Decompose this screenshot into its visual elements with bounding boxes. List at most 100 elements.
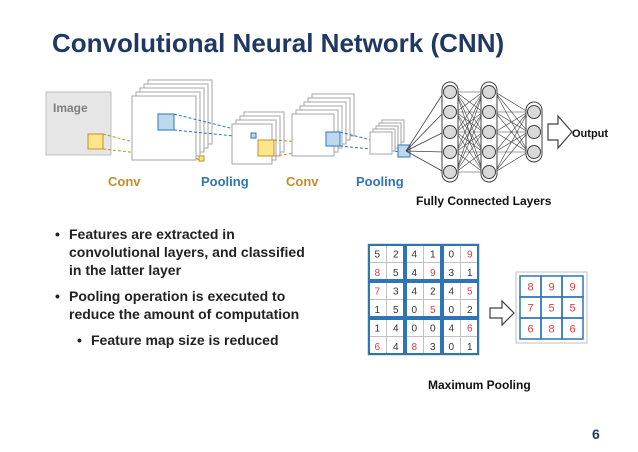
input-cell-value: 0	[448, 249, 454, 260]
input-cell-value: 0	[448, 342, 454, 353]
fc-neuron	[527, 145, 541, 159]
fc-neuron	[527, 125, 541, 139]
connect-line	[173, 113, 255, 135]
output-cell-value: 6	[527, 324, 533, 336]
fc-neuron	[482, 105, 496, 119]
input-cell-value: 0	[411, 305, 417, 316]
input-cell-value: 1	[374, 305, 380, 316]
fc-neuron	[443, 145, 457, 159]
fc-connection	[405, 131, 445, 152]
bullet-marker: •	[77, 332, 82, 348]
fc-connection	[405, 111, 445, 152]
fc-connection	[405, 150, 445, 173]
input-cell-value: 5	[467, 286, 473, 297]
input-cell-value: 0	[448, 305, 454, 316]
input-cell-value: 0	[430, 323, 436, 334]
pooling-window	[442, 244, 479, 281]
stage-label-conv2: Conv	[286, 174, 319, 189]
fc-connection	[494, 151, 529, 173]
fc-connection	[494, 91, 529, 113]
pooling-window	[405, 244, 442, 281]
input-cell-value: 2	[430, 286, 436, 297]
input-cell-value: 2	[393, 249, 399, 260]
input-cell-value: 5	[430, 305, 436, 316]
cnn-architecture-diagram: Image	[45, 79, 608, 208]
input-cell-value: 5	[393, 268, 399, 279]
input-cell-value: 6	[467, 323, 473, 334]
fc-connection	[494, 131, 529, 173]
bullet-text: Feature map size is reduced	[91, 332, 279, 348]
page-number: 6	[592, 426, 600, 442]
max-pooling-caption: Maximum Pooling	[428, 378, 531, 392]
pooling-window	[405, 318, 442, 355]
fc-label: Fully Connected Layers	[416, 194, 552, 208]
input-cell-value: 6	[374, 342, 380, 353]
input-cell-value: 9	[467, 249, 473, 260]
output-arrow	[547, 114, 573, 150]
fc-neuron	[482, 85, 496, 99]
stage-label-pooling1: Pooling	[201, 174, 249, 189]
input-cell-value: 1	[467, 342, 473, 353]
pool2-feature-maps	[369, 119, 411, 158]
input-cell-value: 4	[393, 342, 399, 353]
fc-connection	[455, 91, 484, 173]
fc-neuron	[482, 145, 496, 159]
pooling-window	[368, 244, 405, 281]
bullet-marker: •	[55, 288, 60, 304]
fc-neuron	[443, 85, 457, 99]
input-cell-value: 0	[411, 323, 417, 334]
fc-neuron	[482, 165, 496, 179]
fc-connection	[455, 91, 484, 153]
output-cell-value: 8	[548, 324, 554, 336]
input-cell-value: 8	[374, 268, 380, 279]
fc-neuron	[482, 125, 496, 139]
fc-connection	[455, 111, 484, 173]
image-label: Image	[53, 101, 88, 115]
output-cell-value: 8	[527, 282, 533, 294]
pooling-window	[368, 318, 405, 355]
fc-connection	[455, 91, 484, 113]
input-cell-value: 4	[411, 249, 417, 260]
input-cell-value: 3	[430, 342, 436, 353]
stage-label-conv1: Conv	[108, 174, 141, 189]
input-cell-value: 4	[448, 323, 454, 334]
fc-neuron	[443, 105, 457, 119]
input-cell-value: 7	[374, 286, 380, 297]
input-cell-value: 1	[467, 268, 473, 279]
output-cell-value: 7	[527, 303, 533, 315]
bullet-text: Pooling operation is executed to reduce …	[69, 288, 300, 322]
input-cell-value: 2	[467, 305, 473, 316]
fc-connection	[455, 91, 484, 133]
bullet-2: • Pooling operation is executed to reduc…	[55, 287, 365, 323]
output-cell	[561, 317, 584, 340]
stage-label-pooling2: Pooling	[356, 174, 404, 189]
input-cell-value: 1	[374, 323, 380, 334]
bullet-1: • Features are extracted in convolutiona…	[55, 225, 365, 279]
input-cell-value: 8	[411, 342, 417, 353]
fc-neuron	[443, 165, 457, 179]
pooling-window	[442, 318, 479, 355]
pooling-window	[405, 281, 442, 318]
pooling-window	[368, 281, 405, 318]
fc-connection	[494, 111, 529, 153]
fc-connection	[405, 91, 445, 152]
output-cell-value: 5	[569, 303, 575, 315]
pooling-window	[442, 281, 479, 318]
fc-neuron	[527, 105, 541, 119]
input-cell-value: 1	[430, 249, 436, 260]
fc-connection	[494, 111, 529, 133]
input-cell-value: 9	[430, 268, 436, 279]
bullet-text: Features are extracted in convolutional …	[69, 226, 305, 278]
fully-connected-layers	[405, 81, 543, 183]
input-cell-value: 3	[448, 268, 454, 279]
bullet-marker: •	[55, 226, 60, 242]
input-cell-value: 3	[393, 286, 399, 297]
input-cell-value: 5	[393, 305, 399, 316]
fc-connection	[455, 131, 484, 173]
fc-connection	[455, 151, 484, 173]
pool1-feature-maps	[231, 111, 285, 165]
